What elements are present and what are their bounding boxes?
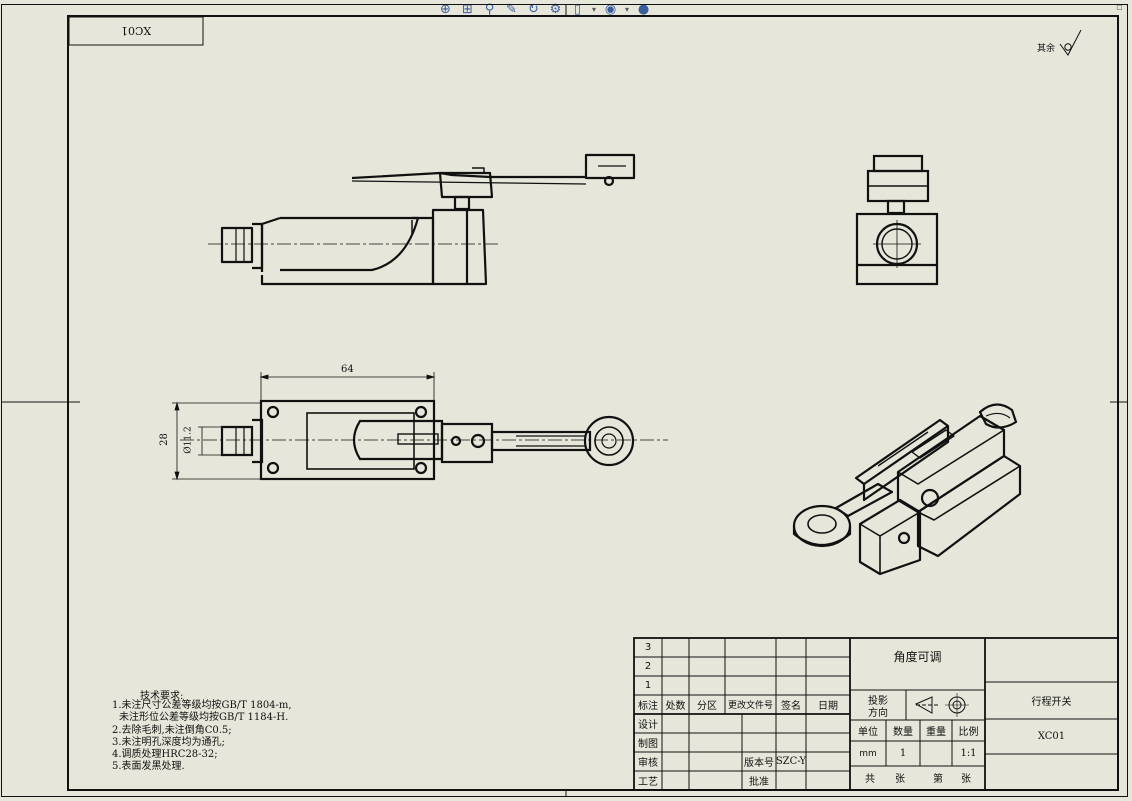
zoom-area-icon[interactable]: ⊞: [462, 1, 473, 17]
title-block: [633, 637, 1119, 791]
tech-requirement-item: 4.调质处理HRC28-32;: [112, 749, 218, 761]
dimension-length-label: 64: [341, 364, 354, 375]
weight-label: 重量: [926, 727, 946, 738]
role-design: 设计: [638, 720, 658, 731]
rev-row-3: 3: [644, 642, 652, 653]
sheet-no-label: 第: [933, 773, 943, 785]
role-drafting: 制图: [638, 739, 658, 750]
version-label: 版本号: [744, 758, 774, 769]
sheets-unit-1: 张: [895, 773, 905, 785]
view-toolbar: ⊕ ⊞ ⚲ ✎ ↻ ⚙ ▯ ▾ ◉ ▾ ●: [436, 0, 698, 18]
tech-requirement-item: 5.表面发黑处理.: [112, 761, 185, 773]
rev-row-2: 2: [644, 661, 652, 672]
qty-value: 1: [899, 748, 907, 759]
drawing-code-label: XC01: [121, 24, 152, 37]
drawing-description: 角度可调: [893, 650, 942, 664]
rotate-icon[interactable]: ↻: [528, 1, 539, 17]
projection-label-1: 投影: [868, 695, 888, 707]
tech-requirement-item: 1.未注尺寸公差等级均按GB/T 1804-m,: [112, 700, 292, 711]
sheets-unit-2: 张: [961, 773, 971, 785]
role-approve: 批准: [749, 777, 769, 788]
qty-label: 数量: [893, 727, 913, 738]
hide-show-icon[interactable]: ◉: [604, 1, 617, 17]
header-zone: 分区: [697, 701, 717, 712]
scale-label: 比例: [958, 727, 979, 738]
unit-value: mm: [859, 748, 877, 759]
role-review: 审核: [638, 758, 658, 769]
rev-row-1: 1: [644, 680, 652, 691]
tech-requirement-item: 3.未注明孔深度均为通孔;: [112, 736, 225, 748]
zoom-fit-icon[interactable]: ⊕: [440, 1, 451, 17]
appearance-icon[interactable]: ●: [637, 1, 650, 17]
projection-label-2: 方向: [868, 707, 888, 719]
role-process: 工艺: [638, 777, 658, 788]
unit-label: 单位: [858, 727, 878, 738]
header-date: 日期: [818, 701, 838, 712]
chevron-down-icon[interactable]: ▾: [591, 4, 596, 14]
header-doc-no: 更改文件号: [727, 701, 773, 711]
front-view: [208, 153, 636, 286]
dimension-diameter-label: Ø11.2: [183, 426, 194, 454]
zoom-in-out-icon[interactable]: ⚲: [484, 1, 495, 17]
surface-roughness-label: 其余: [1037, 44, 1056, 54]
header-count: 处数: [665, 701, 686, 712]
side-view: [855, 154, 939, 286]
display-style-icon[interactable]: ▯: [573, 1, 582, 17]
isometric-view: [792, 403, 1022, 576]
tech-requirements-list: 1.未注尺寸公差等级均按GB/T 1804-m, 未注形位公差等级均按GB/T …: [112, 700, 292, 774]
surface-roughness-symbol: [1059, 29, 1082, 56]
tech-requirement-item: 2.去除毛刺,未注倒角C0.5;: [112, 724, 232, 736]
part-name: 行程开关: [1031, 697, 1072, 708]
dimension-height-label: 28: [158, 433, 170, 446]
sheets-total-label: 共: [865, 773, 875, 785]
scale-value: 1:1: [960, 748, 977, 759]
chevron-down-icon[interactable]: ▾: [624, 4, 629, 14]
pan-icon[interactable]: ✎: [506, 1, 517, 17]
view-settings-icon[interactable]: ⚙: [549, 1, 562, 17]
header-mark: 标注: [638, 701, 658, 712]
window-restore-icon[interactable]: ▫: [1116, 2, 1123, 13]
header-sign: 签名: [781, 701, 801, 712]
projection-symbol: [914, 693, 969, 717]
part-code: XC01: [1037, 731, 1066, 742]
tech-requirements-heading: 技术要求:: [140, 691, 184, 702]
dimension-lines: [172, 372, 436, 481]
top-view: [180, 399, 668, 481]
version-value: SZC-Y: [775, 756, 807, 767]
tech-requirement-item: 未注形位公差等级均按GB/T 1184-H.: [119, 712, 289, 724]
